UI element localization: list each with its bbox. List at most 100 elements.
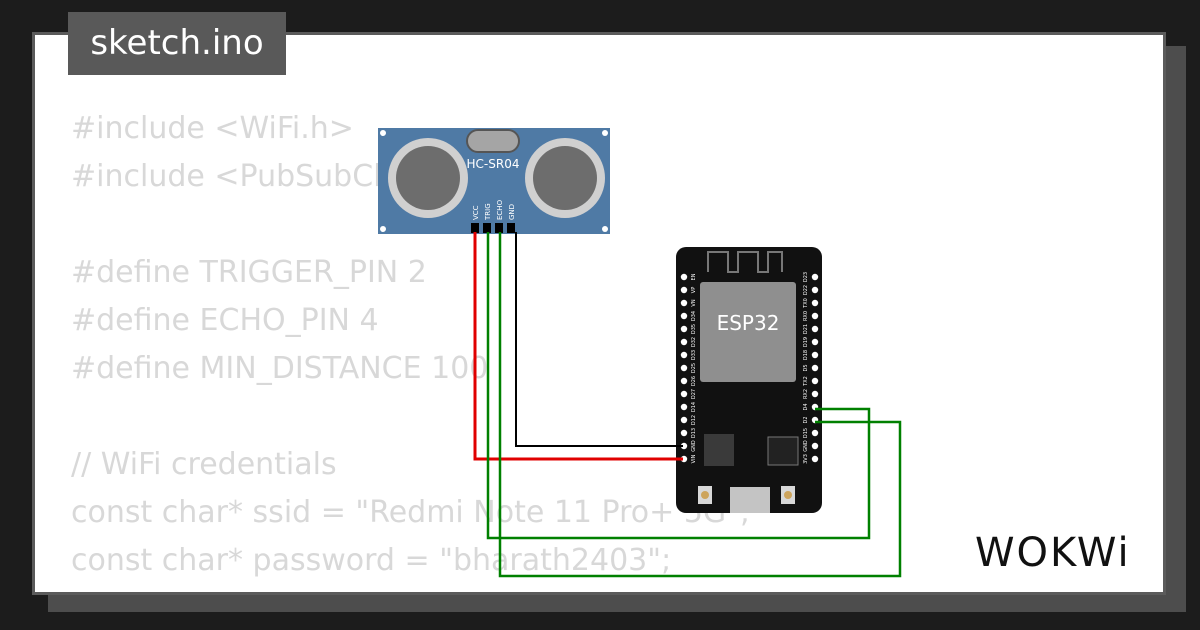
code-line: const char* password = "bharath2403"; [71, 543, 672, 578]
header-pin-echo [495, 223, 503, 233]
esp32-pin-hole [680, 312, 688, 320]
esp32-pin-label: D19 [803, 337, 809, 347]
wire-trig [486, 232, 871, 540]
pin-label-trig: TRIG [484, 203, 492, 221]
esp32-pin-hole [680, 455, 688, 463]
esp32-pin-label: VIN [691, 454, 697, 463]
esp32-pin-label: TX2 [803, 376, 809, 387]
esp32-pin-hole [811, 273, 819, 281]
esp32-label: ESP32 [717, 311, 780, 335]
esp32-pin-label: D25 [691, 363, 697, 373]
code-line: #define ECHO_PIN 4 [71, 303, 379, 338]
esp32-pin-hole [811, 286, 819, 294]
esp32-pin-hole [680, 273, 688, 281]
esp32-pin-hole [680, 416, 688, 424]
code-line: #include <WiFi.h> [71, 111, 354, 146]
pin-label-echo: ECHO [496, 199, 504, 220]
esp32-pin-label: D5 [803, 364, 809, 371]
antenna-trace [707, 251, 783, 273]
esp32-pin-hole [811, 312, 819, 320]
mount-hole [602, 226, 608, 232]
wires [473, 232, 902, 578]
esp32-pin-label: D26 [691, 376, 697, 386]
esp32-pin-label: D22 [803, 285, 809, 295]
esp32-pin-label: D27 [691, 389, 697, 399]
esp32-pin-hole [811, 442, 819, 450]
esp32-pin-hole [680, 364, 688, 372]
esp32-pin-hole [680, 299, 688, 307]
esp32-pin-hole [680, 377, 688, 385]
regulator [704, 434, 734, 466]
code-line: #define TRIGGER_PIN 2 [71, 255, 427, 290]
pin-label-vcc: VCC [472, 205, 480, 220]
esp32-pin-hole [680, 442, 688, 450]
hc-sr04-sensor[interactable]: HC-SR04 VCC TRIG ECHO GND [378, 128, 610, 234]
preview-card: #include <WiFi.h>#include <PubSubClient.… [32, 32, 1166, 595]
esp32-pin-label: VN [691, 299, 697, 306]
wire-echo [498, 232, 902, 578]
esp32-pin-label: TX0 [803, 298, 809, 309]
esp32-pin-label: D23 [803, 272, 809, 282]
wire-vcc [473, 232, 683, 461]
esp32-board[interactable]: ESP32 ENVPVND34D35D32D33D25D26D27D14D12D… [676, 247, 822, 513]
esp32-pin-label: D14 [691, 402, 697, 412]
sensor-label: HC-SR04 [467, 157, 520, 171]
esp32-pin-label: D2 [803, 416, 809, 423]
code-preview: #include <WiFi.h>#include <PubSubClient.… [71, 105, 750, 585]
usb-uart-chip [767, 436, 799, 466]
esp32-pin-hole [811, 455, 819, 463]
esp32-pin-label: RX0 [803, 311, 809, 321]
esp32-pin-hole [680, 338, 688, 346]
esp32-pin-hole [811, 338, 819, 346]
esp32-pin-label: EN [691, 273, 697, 280]
file-tab[interactable]: sketch.ino [68, 12, 286, 75]
esp32-pin-hole [811, 351, 819, 359]
mount-hole [602, 130, 608, 136]
esp32-chip [700, 282, 796, 382]
esp32-pin-hole [680, 286, 688, 294]
file-tab-label: sketch.ino [90, 23, 264, 63]
boot-button-cap [701, 491, 709, 499]
esp32-pin-label: D15 [803, 428, 809, 438]
code-line: // WiFi credentials [71, 447, 337, 482]
esp32-pin-label: D12 [691, 415, 697, 425]
transducer-left-mesh [396, 146, 460, 210]
esp32-pin-label: D32 [691, 337, 697, 347]
mount-hole [380, 226, 386, 232]
pin-label-gnd: GND [508, 204, 516, 220]
crystal [466, 129, 520, 153]
esp32-pin-hole [680, 351, 688, 359]
esp32-pin-label: D33 [691, 350, 697, 360]
mount-hole [380, 130, 386, 136]
esp32-pin-label: GND [691, 440, 697, 452]
esp32-pin-hole [811, 429, 819, 437]
esp32-pin-hole [680, 429, 688, 437]
esp32-pin-label: GND [803, 440, 809, 452]
esp32-pin-label: D18 [803, 350, 809, 360]
esp32-pin-hole [811, 377, 819, 385]
esp32-pin-label: D21 [803, 324, 809, 334]
reset-button-cap [784, 491, 792, 499]
esp32-pin-label: D35 [691, 324, 697, 334]
wokwi-logo: WOKWi [975, 528, 1151, 578]
esp32-pin-label: RX2 [803, 389, 809, 399]
esp32-pin-hole [680, 390, 688, 398]
usb-port [730, 487, 770, 513]
code-line: #define MIN_DISTANCE 100 [71, 351, 489, 386]
wire-gnd [515, 232, 683, 447]
wokwi-logo-text: WOKWi [975, 530, 1131, 576]
esp32-pin-hole [811, 299, 819, 307]
esp32-pin-label: VP [691, 287, 697, 293]
esp32-pin-label: 3V3 [803, 454, 809, 464]
esp32-pin-label: D34 [691, 311, 697, 321]
transducer-right-mesh [533, 146, 597, 210]
esp32-pin-hole [680, 403, 688, 411]
esp32-pin-hole [811, 390, 819, 398]
esp32-pin-label: D4 [803, 403, 809, 410]
header-pin-vcc [471, 223, 479, 233]
esp32-pin-label: D13 [691, 428, 697, 438]
esp32-pin-hole [811, 325, 819, 333]
